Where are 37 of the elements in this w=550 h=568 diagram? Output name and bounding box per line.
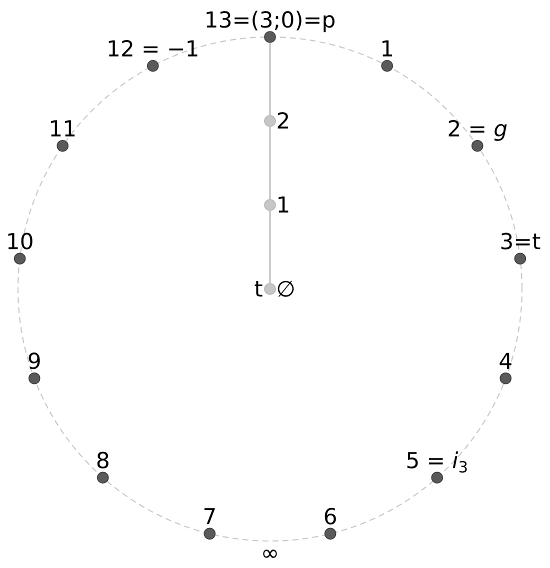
point-label: ∞ [263, 550, 277, 558]
dot [324, 528, 336, 540]
point-label: 2 = g [448, 120, 507, 141]
point-label: 5 = i$_{3}$ [407, 451, 467, 473]
point-label: 3=t [501, 232, 540, 250]
point-label: 8 [97, 452, 108, 468]
dot [146, 60, 159, 72]
point-label: 11 [51, 120, 75, 136]
dot [28, 372, 40, 384]
dot [500, 372, 512, 384]
dot [264, 115, 276, 127]
point-label: 6 [324, 508, 336, 524]
point-label: 7 [204, 508, 215, 524]
point-label: 13=(3;0)=p [206, 10, 334, 32]
point-label: 9 [28, 352, 40, 370]
dot [97, 472, 109, 484]
point-label: 2 [278, 112, 288, 128]
dot [381, 60, 393, 72]
dot [264, 283, 276, 295]
point-label: t [254, 281, 262, 296]
point-label: 10 [8, 232, 32, 250]
dot [14, 252, 26, 265]
dot [56, 140, 68, 152]
dot [514, 252, 526, 265]
point-label: 4 [500, 352, 512, 369]
dot [204, 528, 216, 540]
connector-line [269, 210, 271, 284]
dot [264, 199, 276, 211]
point-label: 1 [278, 196, 288, 212]
connector-line [269, 126, 271, 200]
dot [264, 31, 276, 43]
point-label: 12 = −1 [108, 40, 198, 56]
dot [472, 140, 484, 152]
point-label: ∅ [278, 280, 294, 297]
dot [431, 472, 443, 484]
connector-line [269, 42, 271, 116]
point-label: 1 [382, 40, 392, 56]
